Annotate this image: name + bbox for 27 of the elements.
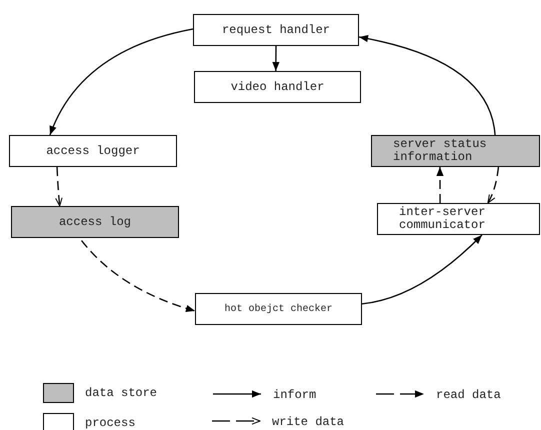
- node-label: access logger: [46, 144, 140, 158]
- node-label: server status information: [393, 138, 488, 164]
- arrow: [81, 240, 196, 312]
- node-label: hot obejct checker: [224, 302, 333, 316]
- process-box: [377, 203, 540, 235]
- process-box: [9, 135, 177, 167]
- data-store-box: [371, 135, 540, 167]
- legend-label: write data: [272, 414, 344, 430]
- legend-label: read data: [436, 387, 501, 404]
- arrow: [358, 35, 496, 136]
- arrow: [487, 166, 500, 204]
- arrow: [436, 167, 444, 203]
- process-box: [194, 71, 361, 103]
- legend-label: data store: [85, 385, 158, 402]
- legend-label: inform: [273, 387, 316, 404]
- arrow: [55, 166, 63, 206]
- legend-label: process: [85, 415, 136, 430]
- node-label: access log: [58, 216, 131, 228]
- node-label: inter-server communicator: [399, 206, 486, 232]
- process-box: [193, 14, 359, 46]
- arrow: [362, 234, 482, 305]
- node-label: request handler: [222, 24, 330, 36]
- node-label: video handler: [230, 80, 324, 94]
- arrow: [272, 46, 280, 71]
- data-store-box: [11, 206, 179, 238]
- process-box: [195, 293, 362, 325]
- arrow: [49, 28, 194, 136]
